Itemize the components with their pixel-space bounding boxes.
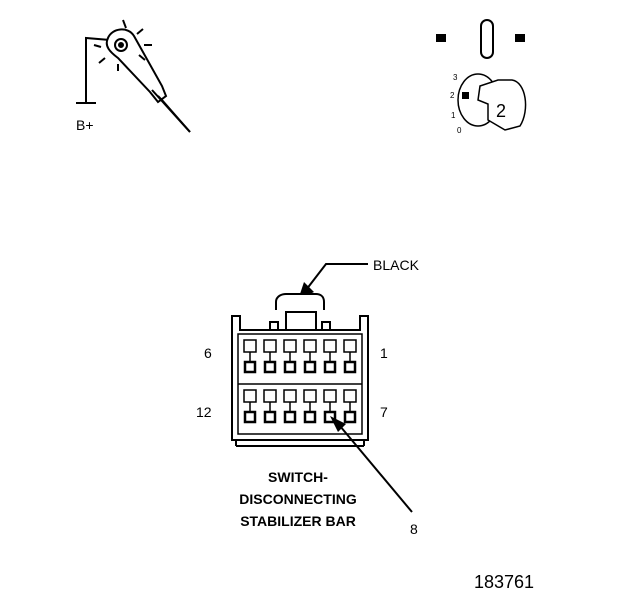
- pin-12-label: 12: [196, 404, 212, 420]
- caption-line-3: STABILIZER BAR: [240, 513, 356, 529]
- connector-cavity: [263, 339, 277, 374]
- test-light-probe: [76, 19, 191, 133]
- figure-id: 183761: [474, 572, 534, 592]
- connector-cavities: [243, 339, 357, 424]
- caption-line-2: DISCONNECTING: [239, 491, 357, 507]
- glow-rays-icon: [93, 19, 152, 71]
- connector-cavity: [283, 339, 297, 374]
- connector-cavity: [303, 389, 317, 424]
- connector-cavity: [243, 389, 257, 424]
- connector-cavity: [343, 339, 357, 374]
- lamp-bulb-icon: [114, 38, 128, 52]
- pin-7-label: 7: [380, 404, 388, 420]
- connector-cavity: [303, 339, 317, 374]
- connector-cavity: [343, 389, 357, 424]
- caption-line-1: SWITCH-: [268, 469, 328, 485]
- connector-cavity: [323, 389, 337, 424]
- connector-cavity: [323, 339, 337, 374]
- connector-color-label: BLACK: [373, 257, 420, 273]
- slot-marker-right: [515, 34, 525, 42]
- supply-label: B+: [76, 117, 94, 133]
- pin-8-arrow-icon: [330, 416, 346, 432]
- pin-1-label: 1: [380, 345, 388, 361]
- pin-8-callout: [330, 416, 413, 513]
- position-marker: [462, 92, 469, 99]
- ignition-key-icon: [477, 79, 527, 131]
- key-slot-icon: [480, 19, 494, 59]
- probe-wire: [85, 36, 111, 103]
- ignition-switch: 3 2 1 0 2: [436, 19, 527, 135]
- slot-marker-left: [436, 34, 446, 42]
- connector-latch: [275, 293, 325, 310]
- connector-cavity: [283, 389, 297, 424]
- position-3-label: 3: [453, 73, 458, 82]
- position-2-label: 2: [450, 91, 455, 100]
- callout-pin-label: 8: [410, 521, 418, 537]
- position-0-label: 0: [457, 126, 462, 135]
- key-position-label: 2: [496, 101, 506, 121]
- connector-cavity: [243, 339, 257, 374]
- position-1-label: 1: [451, 111, 456, 120]
- pin-6-label: 6: [204, 345, 212, 361]
- probe-body: [105, 28, 168, 104]
- connector-cavity: [263, 389, 277, 424]
